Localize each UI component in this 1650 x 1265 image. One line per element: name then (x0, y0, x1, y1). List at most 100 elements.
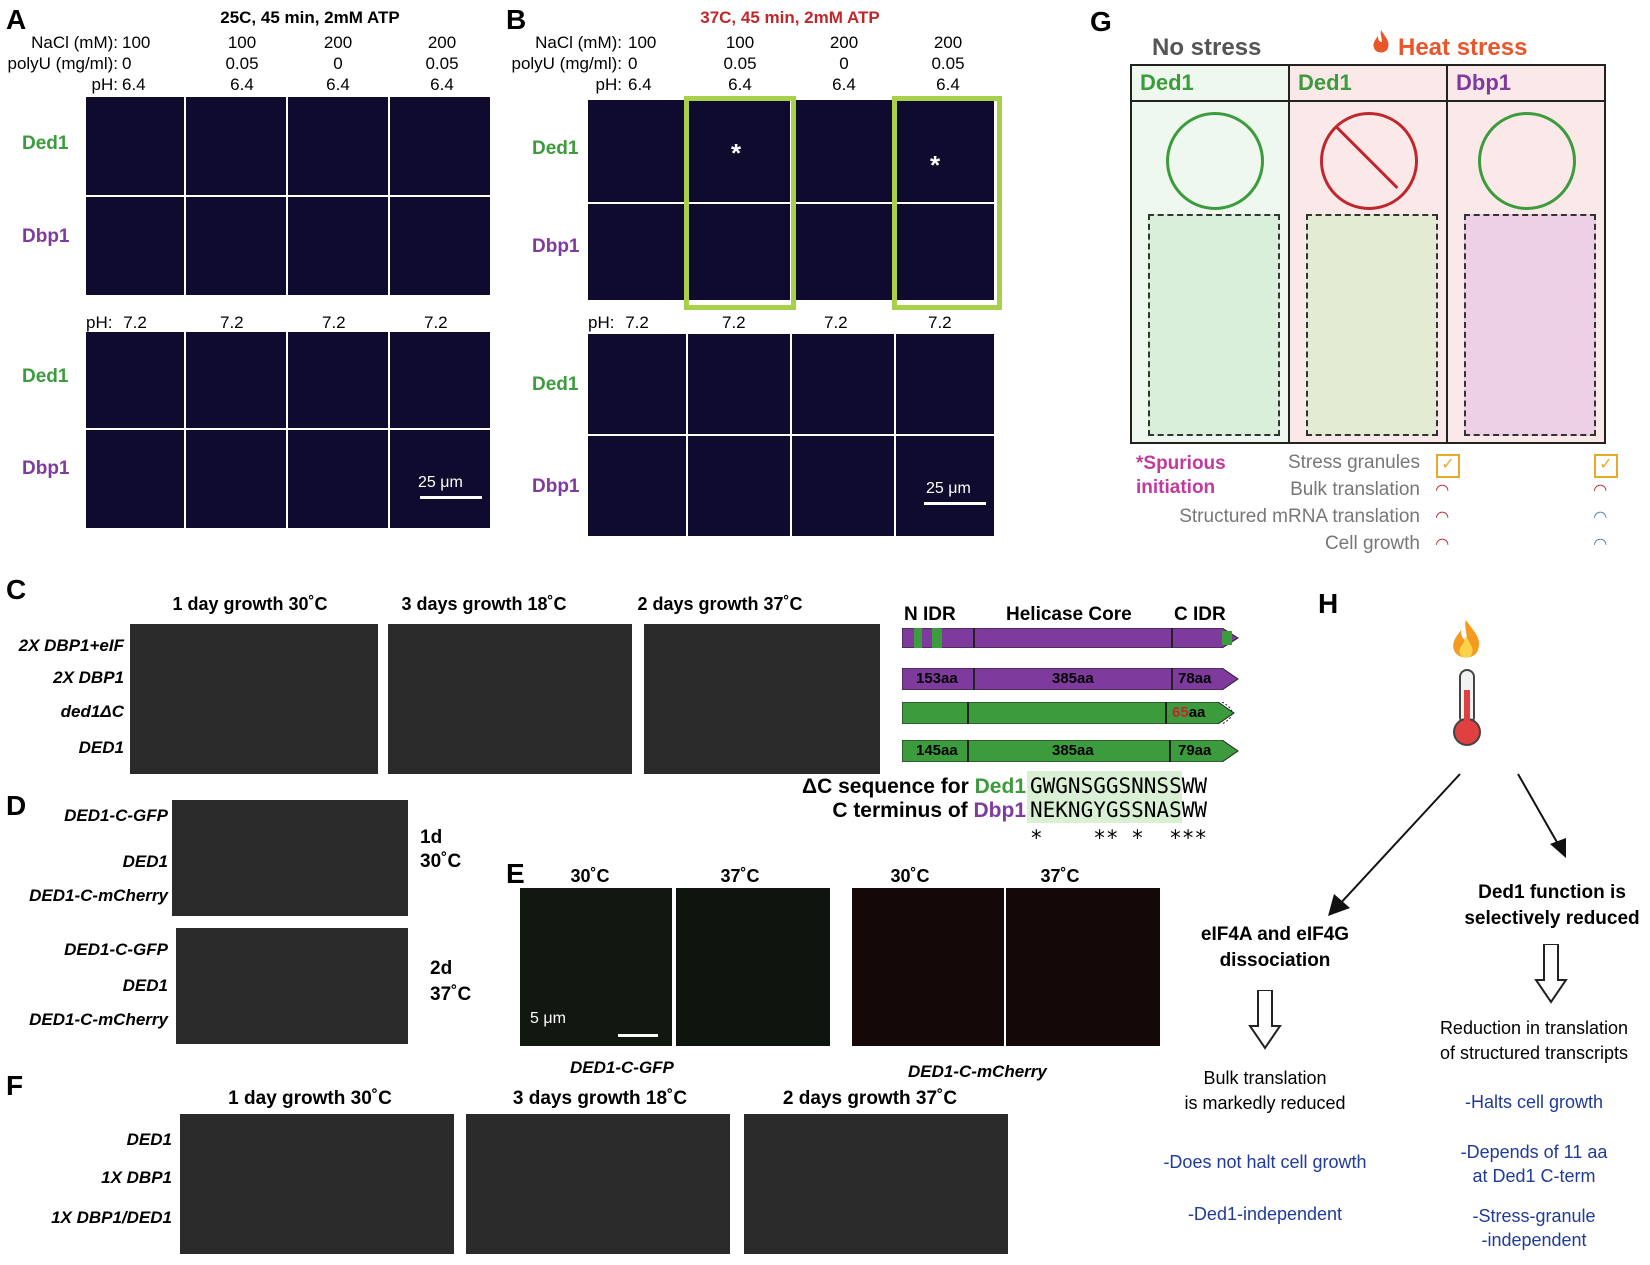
c-idr-label: C IDR (1174, 604, 1226, 625)
temp-header: 37˚C (720, 866, 760, 886)
translation-detail-ded1 (1148, 214, 1280, 436)
strain-label: 2X DBP1 (53, 668, 124, 687)
condition-temp: 37˚C (430, 984, 472, 1005)
seq-residues-tail: SWW (1169, 798, 1208, 822)
domain-bar-dbp1: 153aa 385aa 78aa (902, 668, 1240, 690)
no-stress-label: No stress (1152, 34, 1262, 61)
condition-temp: 30˚C (420, 851, 462, 872)
polyu-label: polyU (mg/ml): (511, 54, 622, 73)
cond-value: 6.4 (430, 75, 454, 94)
panel-g-label: G (1090, 6, 1112, 37)
panel-b-title: 37C, 45 min, 2mM ATP (700, 8, 880, 27)
note-line: -independent (1481, 1230, 1587, 1250)
micrograph (390, 430, 490, 528)
micrograph (390, 332, 490, 428)
micrograph (390, 197, 490, 295)
micrograph (896, 204, 994, 300)
scale-bar (924, 502, 986, 505)
cond-value: 6.4 (832, 75, 856, 94)
cond-value: 0 (333, 54, 343, 73)
cond-value: 200 (323, 33, 353, 52)
column-header-dbp1: Dbp1 (1456, 70, 1511, 95)
panel-h-label: H (1318, 588, 1339, 619)
gauge-low-icon: ◜◝ (1436, 536, 1449, 553)
result-line: Bulk translation (1203, 1068, 1327, 1088)
domain-bar-ded1: 145aa 385aa 79aa (902, 740, 1240, 762)
panel-a-row-dbp1-b: Dbp1 (22, 458, 70, 479)
caption-mcherry: DED1-C-mCherry (908, 1062, 1047, 1081)
growth-plate (644, 624, 880, 774)
micrograph (288, 332, 388, 428)
panel-b-col1-cond: 100 0 6.4 (628, 32, 668, 95)
panel-b-row-dbp1: Dbp1 (532, 236, 580, 257)
micrograph (186, 430, 286, 528)
right-note-multiline: -Stress-granule -independent (1420, 1204, 1648, 1252)
micrograph-gfp-30 (520, 888, 672, 1046)
strain-label: DED1 (122, 976, 168, 995)
cond-value: 6.4 (728, 75, 752, 94)
micrograph (688, 204, 790, 300)
translation-detail-ded1-heat (1306, 214, 1438, 436)
strain-label: ded1ΔC (60, 702, 124, 721)
left-result: Bulk translation is markedly reduced (1150, 1066, 1380, 1116)
result-line: of structured transcripts (1439, 1043, 1629, 1063)
growth-plate (130, 624, 378, 774)
left-note: -Ded1-independent (1187, 1204, 1343, 1224)
domain-length: 79aa (1178, 742, 1212, 759)
strain-label: 1X DBP1 (101, 1168, 172, 1187)
cond-value: 7.2 (220, 313, 244, 332)
blocked-cycle-icon (1320, 112, 1418, 210)
column-divider (1288, 64, 1290, 444)
micrograph (288, 197, 388, 295)
strain-label: 1X DBP1/DED1 (51, 1208, 172, 1227)
note-line: at Ded1 C-term (1472, 1166, 1596, 1186)
panel-a-col4-cond: 200 0.05 6.4 (412, 32, 472, 95)
micrograph (792, 204, 894, 300)
cond-value: 7.2 (722, 313, 746, 332)
condition-time: 2d (430, 958, 453, 979)
column-divider (1446, 64, 1448, 444)
polyu-label: polyU (mg/ml): (7, 54, 118, 73)
note-line: *Spurious (1136, 453, 1226, 474)
condition-time: 1d (420, 827, 443, 848)
strain-label: DED1-C-GFP (64, 940, 168, 959)
micrograph (588, 204, 686, 300)
highlight-box (892, 96, 1002, 310)
nacl-label: NaCl (mM): (535, 33, 622, 52)
condition-label: 1d 30˚C (420, 826, 461, 874)
cond-value: 100 (628, 33, 657, 52)
spurious-initiation-note: *Spurious initiation (1136, 452, 1226, 500)
left-note: -Does not halt cell growth (1163, 1152, 1367, 1172)
seq-label: ΔC sequence for (802, 775, 975, 798)
micrograph (896, 436, 994, 536)
condition-label: 2d 37˚C (430, 956, 471, 1008)
panel-d-label: D (6, 790, 27, 821)
micrograph (896, 334, 994, 434)
ph-label: pH: (86, 313, 113, 332)
micrograph (86, 332, 184, 428)
panel-a-col2-cond: 100 0.05 6.4 (212, 32, 272, 95)
growth-plate (176, 928, 408, 1044)
panel-a-cond-labels: NaCl (mM): polyU (mg/ml): pH: (0, 32, 118, 95)
micrograph (688, 334, 790, 434)
seq-residues: NEKNGYGSSNA (1030, 798, 1170, 822)
cond-value: 6.4 (230, 75, 254, 94)
micrograph (688, 436, 790, 536)
ph-label: pH: (588, 313, 615, 332)
domain-length: 78aa (1178, 670, 1212, 687)
growth-header: 1 day growth 30˚C (172, 594, 328, 614)
aa-unit: aa (1188, 704, 1206, 721)
strain-label: DED1-C-mCherry (29, 1010, 168, 1029)
micrograph (588, 436, 686, 536)
micrograph (390, 97, 490, 195)
growth-header: 3 days growth 18˚C (512, 1088, 688, 1109)
column-header-ded1-heat: Ded1 (1298, 70, 1352, 95)
strain-label: DED1 (78, 738, 124, 757)
scale-bar (618, 1034, 658, 1037)
panel-c-label: C (6, 574, 27, 605)
note-line: initiation (1136, 477, 1216, 498)
title-line: selectively reduced (1464, 908, 1640, 929)
panel-f-label: F (6, 1070, 24, 1101)
thermometer-icon (1450, 668, 1484, 753)
